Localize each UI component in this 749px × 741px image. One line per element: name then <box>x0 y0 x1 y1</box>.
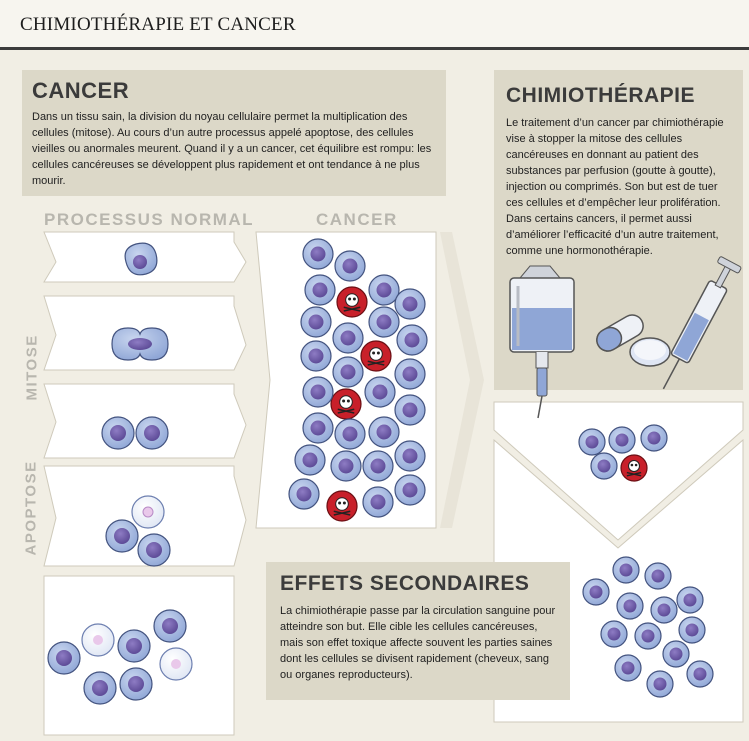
nucleus <box>683 593 697 607</box>
nucleus <box>308 314 324 330</box>
apoptosis-cells <box>105 495 171 567</box>
cancer-cells <box>288 238 428 522</box>
nucleus <box>404 332 420 348</box>
two-cells <box>101 416 169 450</box>
nucleus <box>340 364 356 380</box>
arrow-chevron <box>440 232 484 528</box>
cancer-box-title: CANCER <box>32 78 130 103</box>
nucleus <box>653 677 667 691</box>
treated-cells <box>578 424 714 698</box>
nucleus <box>693 667 707 681</box>
nucleus <box>376 282 392 298</box>
cell <box>124 242 158 276</box>
nucleus <box>308 348 324 364</box>
cancer-label: CANCER <box>316 210 398 229</box>
nucleus <box>641 629 655 643</box>
normal-process-label: PROCESSUS NORMAL <box>44 210 255 229</box>
skull-icon <box>626 460 642 477</box>
nucleus <box>296 486 312 502</box>
nucleus <box>302 452 318 468</box>
apoptose-label: APOPTOSE <box>22 460 40 556</box>
nucleus <box>310 246 326 262</box>
nucleus <box>402 482 418 498</box>
skull-icon <box>337 395 355 414</box>
skull-icon <box>343 293 361 312</box>
nucleus <box>370 458 386 474</box>
nucleus <box>376 424 392 440</box>
nucleus <box>372 384 388 400</box>
nucleus <box>342 426 358 442</box>
nucleus <box>370 494 386 510</box>
nucleus <box>338 458 354 474</box>
page-title: CHIMIOTHÉRAPIE ET CANCER <box>20 14 296 35</box>
nucleus <box>342 258 358 274</box>
nucleus <box>402 402 418 418</box>
side-effects-title: EFFETS SECONDAIRES <box>280 572 530 595</box>
header-bar: CHIMIOTHÉRAPIE ET CANCER <box>0 0 749 50</box>
nucleus <box>623 599 637 613</box>
skull-icon <box>367 347 385 366</box>
nucleus <box>615 433 629 447</box>
chemo-box-text: Le traitement d’un cancer par chimiothér… <box>506 117 724 257</box>
nucleus <box>647 431 661 445</box>
treated-panel-top <box>493 401 744 541</box>
nucleus <box>669 647 683 661</box>
side-effects-bg <box>266 562 570 700</box>
nucleus <box>589 585 603 599</box>
pill-capsule-icon <box>596 314 644 352</box>
dividing-cell <box>111 327 169 361</box>
nucleus <box>685 623 699 637</box>
nucleus <box>312 282 328 298</box>
nucleus <box>585 435 599 449</box>
cancer-box-text: Dans un tissu sain, la division du noyau… <box>32 111 432 187</box>
side-effects-box: EFFETS SECONDAIRES La chimiothérapie pas… <box>266 562 570 700</box>
nucleus <box>597 459 611 473</box>
syringe-icon <box>662 256 742 390</box>
nucleus <box>621 661 635 675</box>
iv-bag-icon <box>509 265 575 419</box>
pill-tablet-icon <box>629 337 671 367</box>
nucleus <box>376 314 392 330</box>
nucleus <box>657 603 671 617</box>
chemo-box-title: CHIMIOTHÉRAPIE <box>506 84 696 107</box>
nucleus <box>607 627 621 641</box>
cluster-cells <box>47 609 193 705</box>
mitose-label: MITOSE <box>23 334 41 401</box>
nucleus <box>402 448 418 464</box>
skull-icon <box>333 497 351 516</box>
nucleus <box>340 330 356 346</box>
side-effects-text: La chimiothérapie passe par la circulati… <box>280 605 556 681</box>
nucleus <box>651 569 665 583</box>
nucleus <box>619 563 633 577</box>
nucleus <box>402 296 418 312</box>
cancer-box: CANCER Dans un tissu sain, la division d… <box>22 70 446 196</box>
nucleus <box>310 384 326 400</box>
nucleus <box>310 420 326 436</box>
nucleus <box>402 366 418 382</box>
normal-cells <box>47 242 193 705</box>
